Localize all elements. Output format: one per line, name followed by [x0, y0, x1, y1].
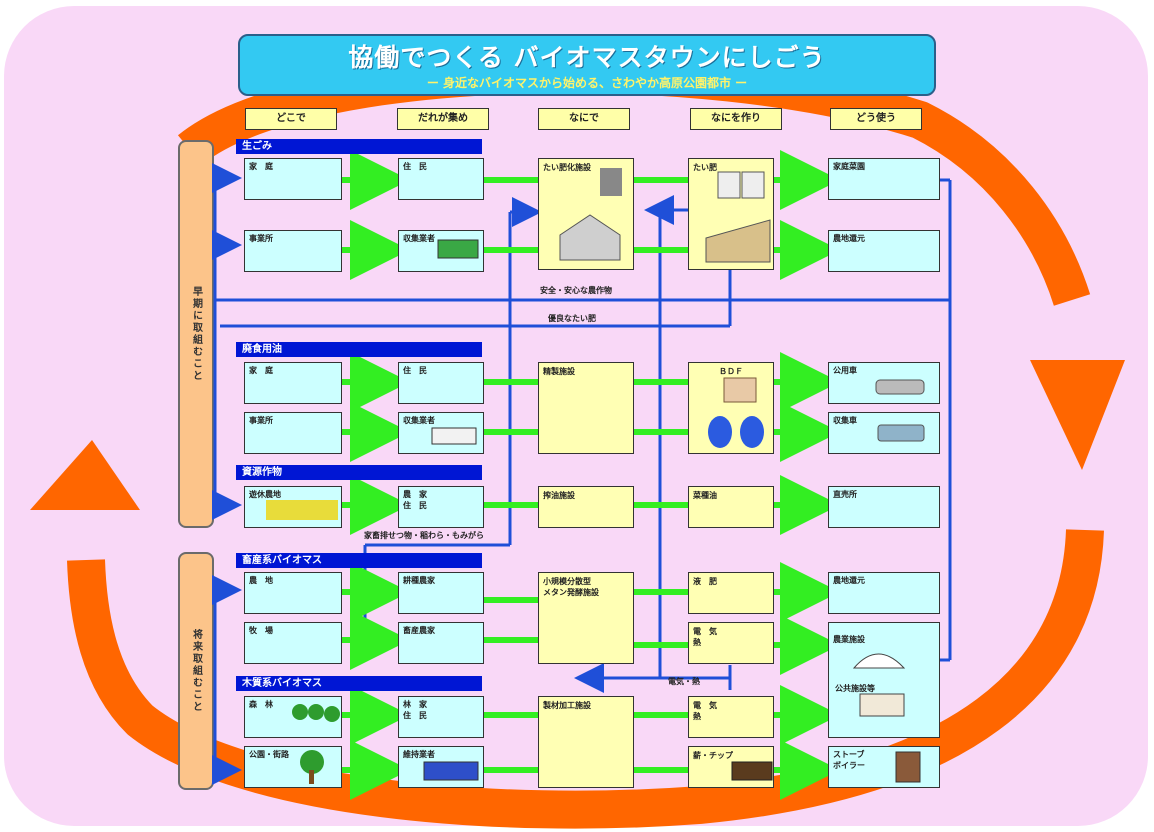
truck-icon — [423, 239, 925, 781]
collector-box-livestock-farmers: 畜産農家 — [398, 622, 484, 664]
product-box-electricity-heat: 電 気 熱 — [688, 696, 774, 738]
facility-box-lumber: 製材加工施設 — [538, 696, 634, 788]
use-label-public-facilities: 公共施設等 — [835, 684, 875, 693]
source-box-home: 家 庭 — [244, 362, 342, 404]
tree-icon — [292, 704, 340, 784]
side-label-early: 早期に取組むこと — [178, 140, 214, 528]
cycle-arrowhead-right — [1030, 360, 1125, 470]
compost-plant-icon — [559, 168, 622, 261]
source-label: 遊休農地 — [249, 490, 281, 499]
title-main: 協働でつくる バイオマスタウンにしごう — [348, 43, 826, 72]
column-header-with: なにで — [538, 108, 630, 130]
collector-box-residents: 住 民 — [398, 158, 484, 200]
facility-box-refinery: 精製施設 — [538, 362, 634, 454]
note-electricity-heat: 電気・熱 — [668, 677, 700, 686]
product-box-liquid-fertilizer: 液 肥 — [688, 572, 774, 614]
source-label: 家 庭 — [249, 162, 273, 171]
use-label-agri: 農業施設 — [833, 635, 865, 644]
use-box-farmland-return: 農地還元 — [828, 230, 940, 272]
column-header-who: だれが集め — [397, 108, 489, 130]
section-wood-biomass: 木質系バイオマス — [236, 676, 482, 691]
side-label-future: 将来取組むこと — [178, 552, 214, 790]
source-label: 事業所 — [249, 234, 273, 243]
collector-box-crop-farmers: 耕種農家 — [398, 572, 484, 614]
title-banner: 協働でつくる バイオマスタウンにしごう ー 身近なバイオマスから始める、さわやか… — [238, 34, 936, 96]
use-box-agricultural-facilities: 農業施設 公共施設等 — [828, 622, 940, 738]
source-label: 牧 場 — [249, 626, 273, 635]
note-safe-crops: 安全・安心な農作物 — [540, 286, 612, 295]
facility-box-methane: 小規模分散型 メタン発酵施設 — [538, 572, 634, 664]
note-byproducts: 家畜排せつ物・稲わら・もみがら — [364, 531, 484, 540]
collector-box-farmers-residents: 農 家 住 民 — [398, 486, 484, 528]
use-box-stove-boiler: ストーブ ボイラー — [828, 746, 940, 788]
cycle-arrowhead-left — [30, 440, 140, 510]
firewood-icon — [731, 761, 773, 781]
product-box-firewood-chips: 薪・チップ — [688, 746, 774, 788]
note-good-compost: 優良なたい肥 — [548, 314, 596, 323]
use-box-home-garden: 家庭菜園 — [828, 158, 940, 200]
greenhouse-icon — [852, 653, 906, 717]
section-waste-oil: 廃食用油 — [236, 342, 482, 357]
facility-box-oil-press: 搾油施設 — [538, 486, 634, 528]
source-box-business: 事業所 — [244, 230, 342, 272]
source-label: 家 庭 — [249, 366, 273, 375]
oil-drums-icon — [708, 377, 764, 448]
source-label: 農 地 — [249, 576, 273, 585]
product-box-electricity-heat: 電 気 熱 — [688, 622, 774, 664]
section-livestock-biomass: 畜産系バイオマス — [236, 553, 482, 568]
collector-box-residents: 住 民 — [398, 362, 484, 404]
source-label: 森 林 — [249, 700, 273, 709]
collector-box-foresters-residents: 林 家 住 民 — [398, 696, 484, 738]
column-header-where: どこで — [245, 108, 337, 130]
title-sub: ー 身近なバイオマスから始める、さわやか高原公園都市 ー — [426, 76, 748, 90]
use-box-farmland-return: 農地還元 — [828, 572, 940, 614]
source-label: 事業所 — [249, 416, 273, 425]
product-box-rapeseed-oil: 菜種油 — [688, 486, 774, 528]
section-resource-crops: 資源作物 — [236, 465, 482, 480]
source-box-park-street: 公園・街路 — [244, 746, 342, 788]
source-box-business: 事業所 — [244, 412, 342, 454]
cycle-arrow-bottom — [67, 529, 1104, 829]
source-box-ranch: 牧 場 — [244, 622, 342, 664]
source-box-home: 家 庭 — [244, 158, 342, 200]
section-food-waste: 生ごみ — [236, 139, 482, 154]
compost-bags-icon — [705, 171, 771, 263]
flower-field-icon — [266, 500, 338, 520]
car-icon — [875, 379, 925, 395]
stove-icon — [895, 751, 921, 783]
column-header-make: なにを作り — [690, 108, 782, 130]
source-label: 公園・街路 — [249, 750, 289, 759]
source-box-farmland: 農 地 — [244, 572, 342, 614]
column-header-use: どう使う — [830, 108, 922, 130]
use-box-direct-sales: 直売所 — [828, 486, 940, 528]
